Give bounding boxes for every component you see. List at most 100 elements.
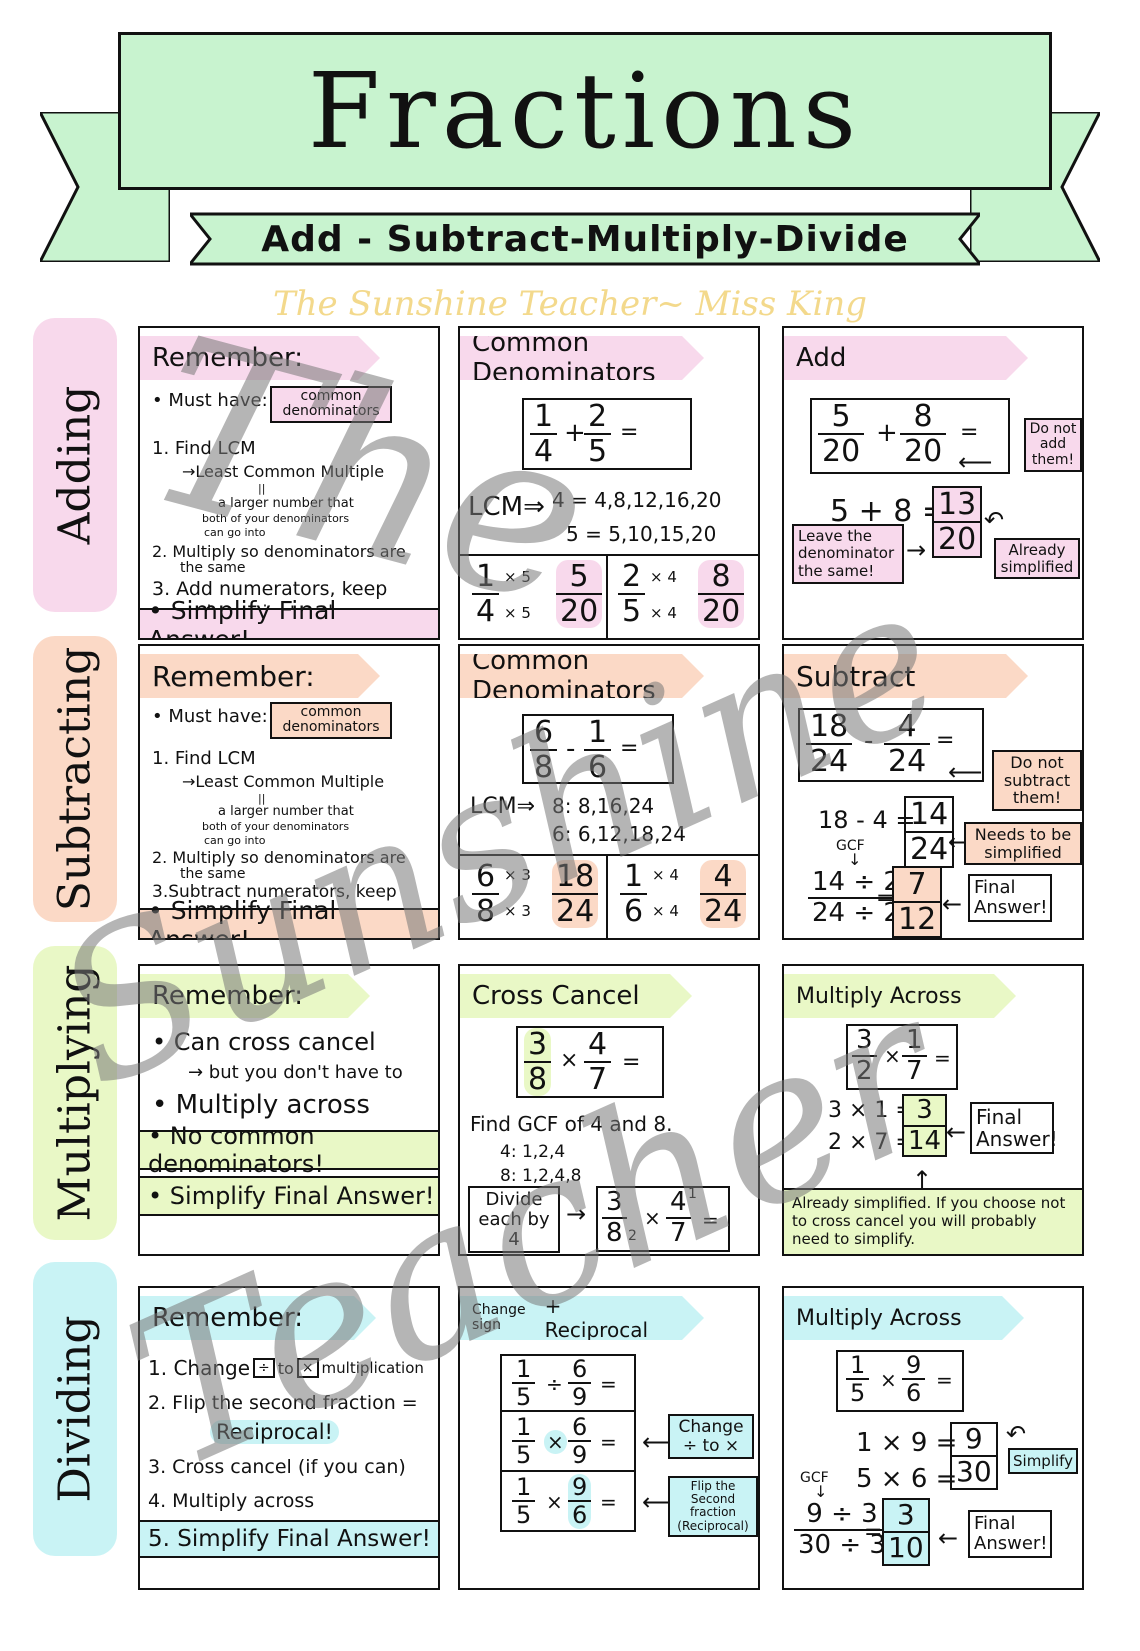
title-banner: Fractions — [118, 32, 1052, 190]
larger-number-line-2: both of your denominators — [202, 820, 350, 833]
equals-sign: = — [864, 1520, 883, 1545]
arrow-icon: → — [906, 536, 927, 564]
divider — [460, 554, 758, 556]
curved-arrow-icon: ↶ — [1006, 1420, 1027, 1448]
final-answer-note: Final Answer! — [968, 1510, 1052, 1558]
lcm-definition: →Least Common Multiple — [182, 772, 385, 791]
needs-simplified-note: Needs to be simplified — [964, 822, 1082, 866]
gcf-label: GCF — [800, 1470, 829, 1486]
subtitle-ribbon: Add - Subtract-Multiply-Divide — [190, 212, 980, 266]
divide-each-note: Divide each by 4 — [468, 1186, 560, 1254]
arrow-icon: ← — [938, 1524, 959, 1552]
equals-sign: = — [876, 886, 895, 911]
equals-sign: = — [934, 1046, 951, 1070]
multiplier-bottom: × 4 — [652, 902, 679, 920]
equals-sign: = — [600, 1490, 617, 1514]
panel-title: Multiply Across — [784, 974, 1016, 1018]
times-sign-box: × — [296, 1358, 319, 1378]
reciprocal-highlight: Reciprocal! — [210, 1420, 339, 1444]
flip-fraction-note: Flip the Second fraction (Reciprocal) — [668, 1476, 758, 1537]
remember-line-3: 3. Cross cancel (if you can) — [148, 1456, 406, 1478]
equals-sign: = — [600, 1372, 617, 1396]
divide-sign: ÷ — [546, 1372, 563, 1396]
remember-line-1: • Can cross cancel — [152, 1028, 376, 1056]
simplify-reminder: • Simplify Final Answer! — [140, 896, 438, 938]
step-2-line-1: 2. Multiply so denominators are — [152, 848, 406, 867]
problem-box — [846, 1024, 958, 1090]
larger-number-line-1: a larger number that — [218, 496, 354, 511]
simplify-note: Simplify — [1008, 1448, 1079, 1474]
panel-title: Subtract — [784, 654, 1028, 698]
multiples-row-1: 4 = 4,8,12,16,20 — [552, 488, 722, 512]
step-3-line-1: 3. Add numerators, keep — [152, 578, 388, 600]
numerator-product: 3 × 1 = — [828, 1098, 914, 1123]
arrow-down-icon: ↓ — [814, 1482, 828, 1501]
denominator-product: 5 × 6 = — [856, 1464, 958, 1494]
find-gcf-text: Find GCF of 4 and 8. — [470, 1112, 673, 1136]
equals-mark: || — [258, 792, 266, 805]
factors-row-1: 4: 1,2,4 — [500, 1142, 566, 1162]
arrow-icon: ⟵ — [948, 758, 983, 786]
larger-number-line-1: a larger number that — [218, 804, 354, 819]
remember-line-4: 4. Multiply across — [148, 1490, 315, 1512]
do-not-subtract-note: Do not subtract them! — [992, 750, 1082, 811]
steps-box — [500, 1354, 636, 1532]
multiplier-bottom: × 5 — [504, 604, 531, 622]
panel-title: Common Denominators — [460, 654, 704, 698]
add-remember-panel: Remember: • Must have: common denominato… — [138, 326, 440, 640]
multiplier-top: × 3 — [504, 866, 531, 884]
plus-sign: + — [564, 418, 586, 448]
problem-box — [798, 708, 984, 782]
panel-title: Cross Cancel — [460, 974, 692, 1018]
equals-sign: = — [622, 1050, 641, 1075]
no-common-denominators: • No common denominators! — [140, 1122, 438, 1178]
equals-sign: = — [960, 420, 979, 445]
problem-box — [522, 714, 674, 784]
problem-box — [810, 398, 1010, 474]
sub-remember-panel: Remember: • Must have: common denominato… — [138, 644, 440, 940]
already-simplified-note: Already simplified. If you choose not to… — [784, 1188, 1082, 1254]
arrow-icon: → — [566, 1200, 587, 1228]
multiplier-top: × 4 — [650, 568, 677, 586]
divider — [606, 854, 608, 938]
step-2-line-1: 2. Multiply so denominators are — [152, 542, 406, 561]
step-1-text: 1. Find LCM — [152, 438, 256, 459]
difference-numerators: 18 - 4 = — [818, 806, 916, 834]
simplify-reminder: 5. Simplify Final Answer! — [140, 1520, 438, 1558]
arrow-icon: ← — [946, 1118, 967, 1146]
page-subtitle: Add - Subtract-Multiply-Divide — [261, 218, 909, 260]
lcm-definition: →Least Common Multiple — [182, 462, 385, 481]
common-denominators-tag: common denominators — [270, 386, 392, 423]
curved-arrow-icon: ↶ — [984, 506, 1005, 534]
times-sign: × — [546, 1490, 563, 1514]
gcf-label: GCF — [836, 838, 865, 854]
step-3-line-1: 3.Subtract numerators, keep — [152, 882, 397, 902]
new-denominator: 2 — [628, 1228, 637, 1244]
page-title: Fractions — [307, 50, 863, 172]
